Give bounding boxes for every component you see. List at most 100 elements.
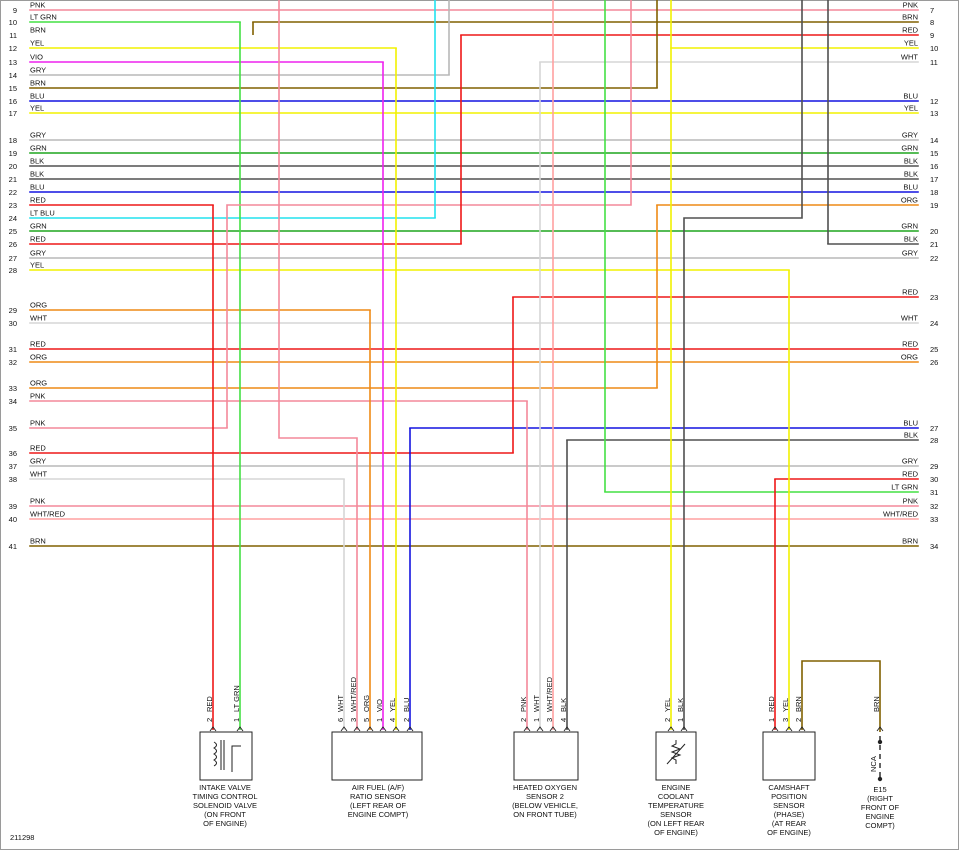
right-pin-number: 26 bbox=[930, 358, 938, 367]
left-pin-number: 31 bbox=[9, 345, 17, 354]
left-wire-label: ORG bbox=[30, 301, 47, 310]
pin-wire-label: WHT bbox=[336, 695, 345, 712]
camshaft-position-sensor: 1RED3YEL2BRNCAMSHAFTPOSITIONSENSOR(PHASE… bbox=[762, 696, 816, 837]
left-pin-number: 10 bbox=[9, 18, 17, 27]
right-wire-label: PNK bbox=[903, 1, 918, 10]
pin-number: 2 bbox=[205, 718, 214, 722]
left-wire-label: GRY bbox=[30, 249, 46, 258]
pin-number: 2 bbox=[794, 718, 803, 722]
diagram-id: 211298 bbox=[10, 833, 34, 842]
right-wire-label: RED bbox=[902, 26, 918, 35]
component-body bbox=[513, 731, 579, 781]
pin-terminal bbox=[785, 726, 793, 732]
left-pin-number: 33 bbox=[9, 384, 17, 393]
pin-wire-label: RED bbox=[205, 696, 214, 712]
pin-terminal bbox=[563, 726, 571, 732]
wire-brn-route bbox=[801, 660, 881, 732]
right-wire-label: GRY bbox=[902, 131, 918, 140]
pin-number: 1 bbox=[232, 718, 241, 722]
left-pin-number: 36 bbox=[9, 449, 17, 458]
left-pin-number: 26 bbox=[9, 240, 17, 249]
component-label-line: OF ENGINE) bbox=[654, 828, 698, 837]
pin-terminal bbox=[406, 726, 414, 732]
left-pin-number: 34 bbox=[9, 397, 17, 406]
component-label-line: HEATED OXYGEN bbox=[513, 783, 577, 792]
left-wire-label: GRY bbox=[30, 457, 46, 466]
right-wire-label: WHT bbox=[901, 53, 918, 62]
right-pin-number: 27 bbox=[930, 424, 938, 433]
ground-dot bbox=[877, 776, 883, 782]
pin-number: 2 bbox=[519, 718, 528, 722]
left-pin-number: 16 bbox=[9, 97, 17, 106]
component-label-line: OF ENGINE) bbox=[767, 828, 811, 837]
right-pin-number: 14 bbox=[930, 136, 938, 145]
pin-number: 6 bbox=[336, 718, 345, 722]
pin-terminal bbox=[536, 726, 544, 732]
right-wire-label: ORG bbox=[901, 196, 918, 205]
left-pin-number: 29 bbox=[9, 306, 17, 315]
left-wire-label: YEL bbox=[30, 39, 44, 48]
solenoid-core-icon bbox=[220, 740, 225, 770]
left-wire-label: PNK bbox=[30, 1, 45, 10]
pin-wire-label: WHT/RED bbox=[545, 676, 554, 712]
right-pin-number: 11 bbox=[930, 58, 938, 67]
left-wire-label: GRY bbox=[30, 66, 46, 75]
right-wire-label: RED bbox=[902, 288, 918, 297]
left-wire-label: WHT bbox=[30, 314, 47, 323]
left-pin-number: 39 bbox=[9, 502, 17, 511]
left-wire-label: PNK bbox=[30, 392, 45, 401]
right-wire-label: GRN bbox=[901, 222, 918, 231]
right-wire-label: BRN bbox=[902, 537, 918, 546]
left-wire-label: PNK bbox=[30, 419, 45, 428]
component-label-line: ENGINE COMPT) bbox=[348, 810, 409, 819]
ground-id: E15 bbox=[873, 785, 886, 794]
component-label-line: INTAKE VALVE bbox=[199, 783, 251, 792]
pin-terminal bbox=[366, 726, 374, 732]
left-wire-label: GRN bbox=[30, 144, 47, 153]
engine-coolant-temperature-sensor: 2YEL1BLKENGINECOOLANTTEMPERATURESENSOR(O… bbox=[648, 698, 706, 837]
right-wire-label: YEL bbox=[904, 104, 918, 113]
ground-dot bbox=[877, 739, 883, 745]
component-label-line: POSITION bbox=[771, 792, 807, 801]
pin-terminal bbox=[549, 726, 557, 732]
left-wire-label: BLU bbox=[30, 183, 45, 192]
pin-terminal bbox=[209, 726, 217, 732]
component-body bbox=[331, 731, 423, 781]
component-label-line: TEMPERATURE bbox=[648, 801, 704, 810]
left-pin-number: 9 bbox=[13, 6, 17, 15]
wire-blk-route bbox=[683, 0, 803, 730]
component-label-line: (ON LEFT REAR bbox=[648, 819, 706, 828]
pin-terminal bbox=[680, 726, 688, 732]
solenoid-lead-icon bbox=[231, 745, 241, 772]
pin-wire-label: BLU bbox=[402, 697, 411, 712]
ground-location-line: COMPT) bbox=[865, 821, 895, 830]
left-wire-label: YEL bbox=[30, 104, 44, 113]
component-label-line: (PHASE) bbox=[774, 810, 805, 819]
left-wire-label: WHT bbox=[30, 470, 47, 479]
left-wire-label: RED bbox=[30, 444, 46, 453]
right-pin-number: 22 bbox=[930, 254, 938, 263]
pin-number: 3 bbox=[545, 718, 554, 722]
right-wire-label: YEL bbox=[904, 39, 918, 48]
left-wire-label: RED bbox=[30, 340, 46, 349]
wire-pnk-route bbox=[226, 0, 632, 428]
pin-number: 4 bbox=[388, 718, 397, 722]
pin-number: 3 bbox=[349, 718, 358, 722]
ground-tag: NCA bbox=[869, 756, 878, 772]
component-label-line: RATIO SENSOR bbox=[350, 792, 407, 801]
wire-pnk-route bbox=[278, 0, 358, 730]
left-pin-number: 14 bbox=[9, 71, 17, 80]
pin-terminal bbox=[236, 726, 244, 732]
pin-wire-label: YEL bbox=[781, 698, 790, 712]
left-pin-number: 18 bbox=[9, 136, 17, 145]
thermistor-arrow-icon bbox=[666, 743, 686, 765]
right-wire-label: BLK bbox=[904, 235, 918, 244]
left-wire-label: BLK bbox=[30, 157, 44, 166]
pin-wire-label: BLK bbox=[559, 698, 568, 712]
component-label-line: CAMSHAFT bbox=[768, 783, 810, 792]
pin-wire-label: PNK bbox=[519, 697, 528, 712]
